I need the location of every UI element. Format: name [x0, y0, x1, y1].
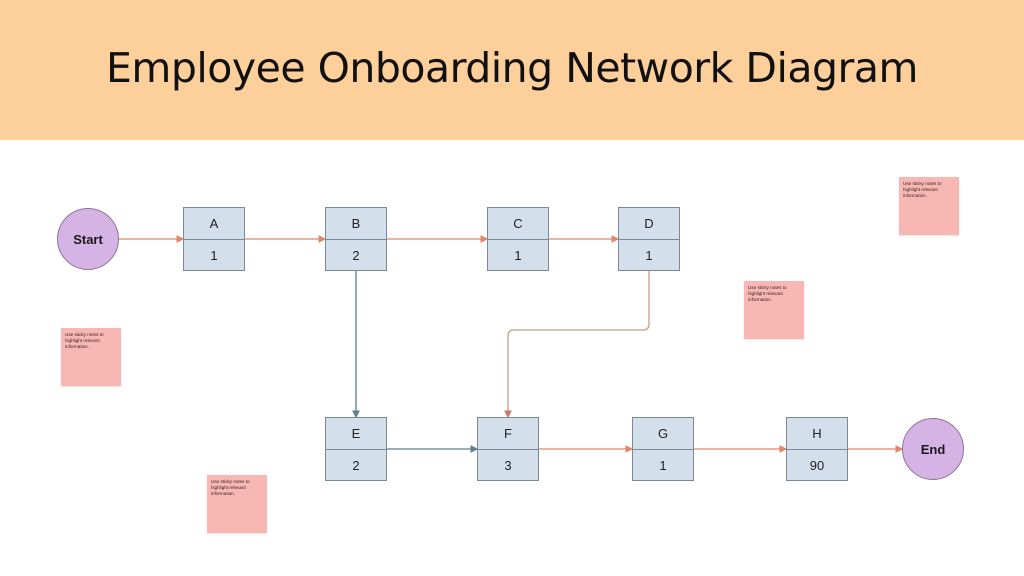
sticky-note-text: Use sticky notes to highlight relevant i…: [65, 332, 104, 349]
edge-d-f[interactable]: [504, 271, 650, 419]
task-duration: 1: [645, 248, 653, 263]
task-name: G: [633, 418, 693, 450]
task-name: H: [787, 418, 847, 450]
end-node[interactable]: End: [902, 418, 964, 480]
sticky-note[interactable]: Use sticky notes to highlight relevant i…: [207, 475, 267, 533]
page-title: Employee Onboarding Network Diagram: [106, 44, 918, 92]
sticky-note-text: Use sticky notes to highlight relevant i…: [748, 285, 787, 302]
task-name: B: [326, 208, 386, 240]
task-node-b[interactable]: B 2: [325, 207, 387, 271]
task-name: D: [619, 208, 679, 240]
start-node[interactable]: Start: [57, 208, 119, 270]
task-name: A: [184, 208, 244, 240]
task-duration: 90: [809, 458, 825, 473]
task-name: C: [488, 208, 548, 240]
task-node-e[interactable]: E 2: [325, 417, 387, 481]
sticky-note-text: Use sticky notes to highlight relevant i…: [211, 479, 250, 496]
task-name: E: [326, 418, 386, 450]
header-banner: Employee Onboarding Network Diagram: [0, 0, 1024, 140]
task-duration: 2: [352, 458, 360, 473]
task-node-g[interactable]: G 1: [632, 417, 694, 481]
task-node-c[interactable]: C 1: [487, 207, 549, 271]
sticky-note-text: Use sticky notes to highlight relevant i…: [903, 181, 942, 198]
task-duration: 1: [514, 248, 522, 263]
task-node-d[interactable]: D 1: [618, 207, 680, 271]
task-duration: 2: [352, 248, 360, 263]
sticky-note[interactable]: Use sticky notes to highlight relevant i…: [744, 281, 804, 339]
sticky-note[interactable]: Use sticky notes to highlight relevant i…: [61, 328, 121, 386]
task-node-f[interactable]: F 3: [477, 417, 539, 481]
task-duration: 1: [210, 248, 218, 263]
task-name: F: [478, 418, 538, 450]
task-node-h[interactable]: H 90: [786, 417, 848, 481]
task-duration: 3: [504, 458, 512, 473]
end-label: End: [920, 441, 946, 457]
task-node-a[interactable]: A 1: [183, 207, 245, 271]
start-label: Start: [73, 231, 103, 247]
task-duration: 1: [659, 458, 667, 473]
sticky-note[interactable]: Use sticky notes to highlight relevant i…: [899, 177, 959, 235]
